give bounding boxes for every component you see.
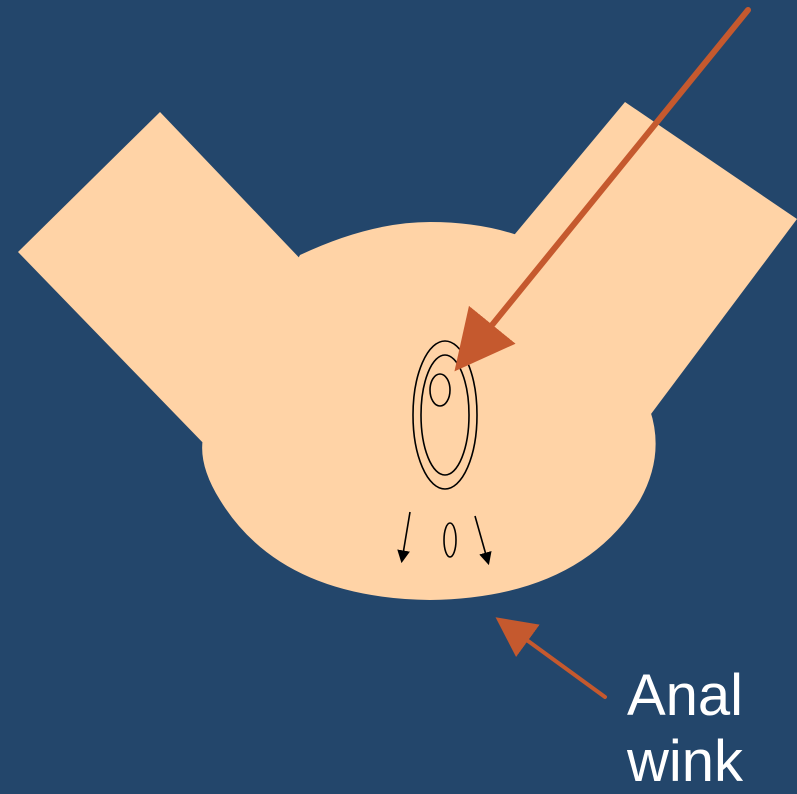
anal-wink-label-line-2: wink: [615, 733, 755, 791]
anal-wink-label-line-1: Anal: [615, 667, 755, 725]
anal-wink-pointer-arrow: [502, 622, 605, 697]
